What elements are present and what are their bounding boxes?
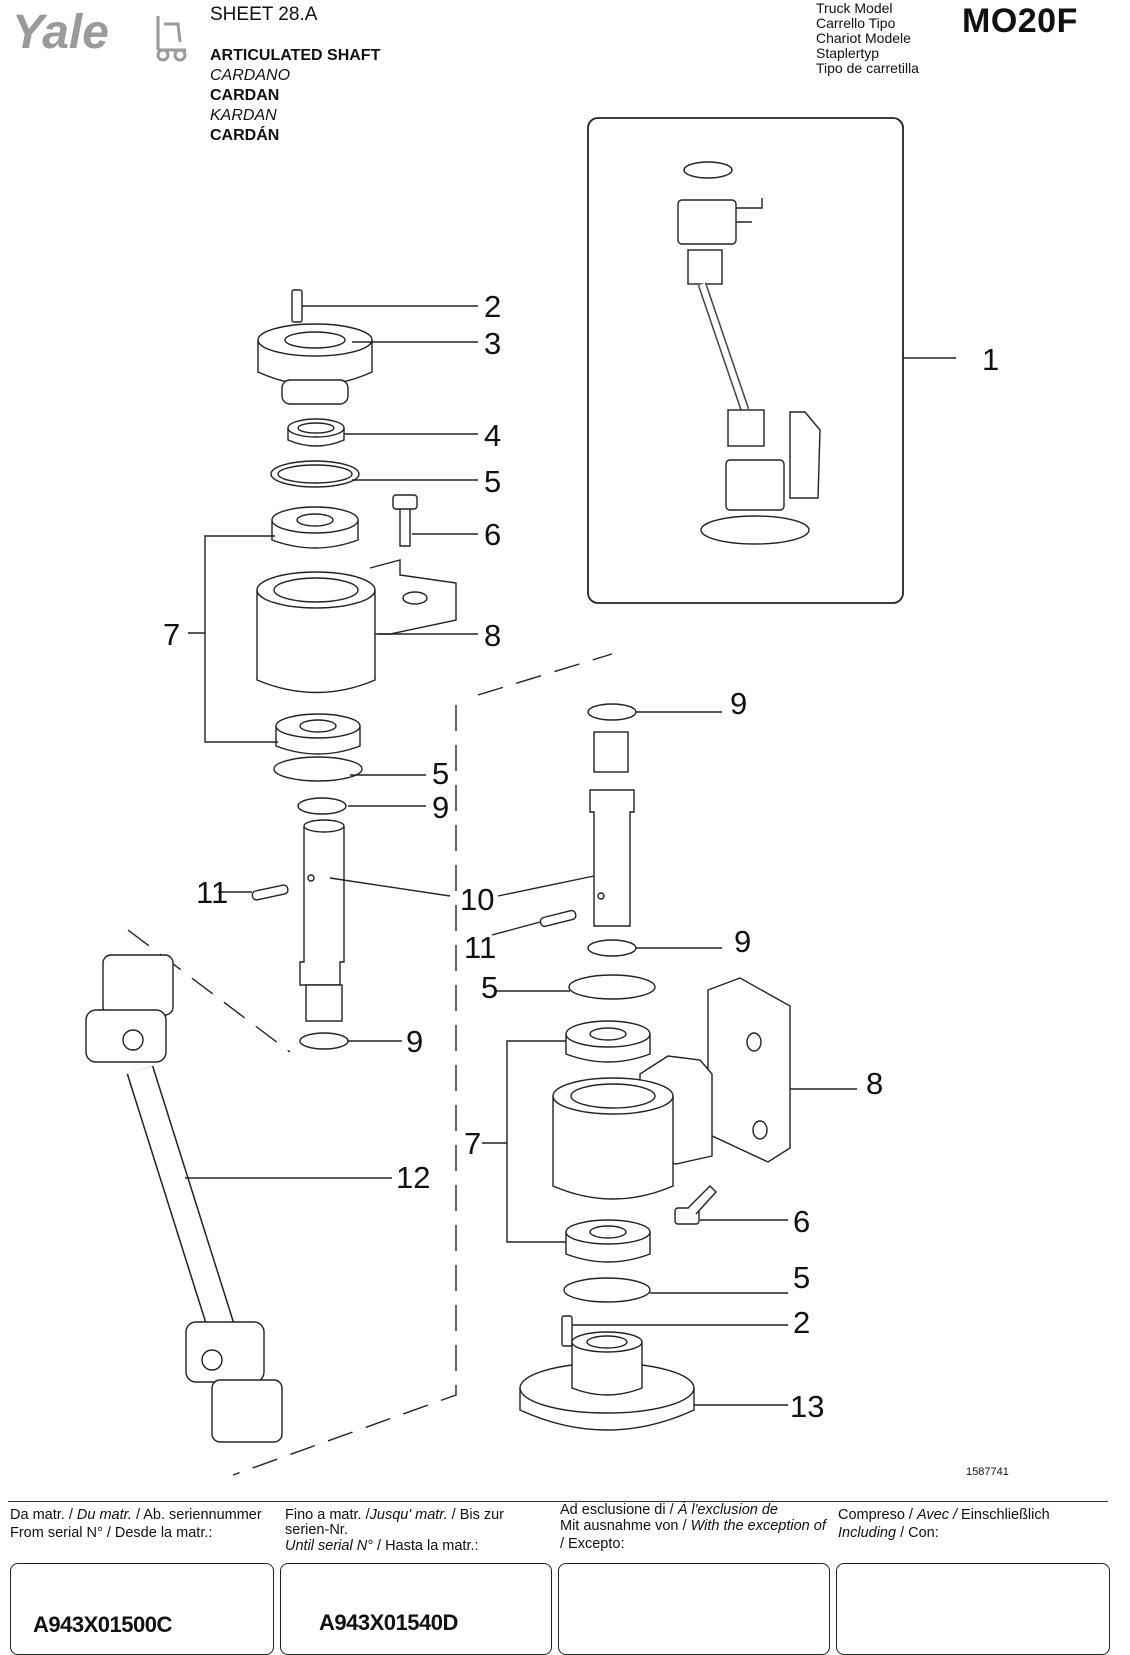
from-label-fr: Du matr. [76,1507,132,1523]
serial-from-value: A943X01500C [33,1612,172,1637]
key-right-part [561,1315,573,1347]
from-label-de: / Ab. seriennummer [131,1507,262,1523]
callout-5: 5 [484,464,501,499]
callout-2-right: 2 [793,1305,810,1340]
callout-2: 2 [484,289,501,324]
serial-until-box: A943X01540D [280,1563,552,1655]
from-label-it: Da matr. / [10,1507,77,1523]
title-block: ARTICULATED SHAFT CARDANO CARDAN KARDAN … [210,46,380,146]
until-label-de: / Bis zur [447,1507,505,1523]
exception-box [558,1563,830,1655]
including-label-en: Including [838,1525,897,1541]
sheet-number: SHEET 28.A [210,4,318,25]
exploded-parts-drawing: 1 2 3 4 5 6 7 8 5 9 11 10 9 12 9 11 9 5 … [85,117,999,1476]
footer-including-label: Compreso / Avec / Einschließlich Includi… [838,1506,1050,1542]
callout-6-right: 6 [793,1204,810,1239]
shaft-left-part [299,819,345,1022]
truck-model-labels: Truck Model Carrello Tipo Chariot Modele… [816,1,919,76]
until-label-en: Until serial N° [285,1538,373,1554]
callout-10: 10 [460,882,494,917]
until-label-fr: Jusqu' matr. [369,1507,448,1523]
logo-text: Yale [12,6,109,59]
including-label-it: Compreso / [838,1507,917,1523]
footer-from-serial-label: Da matr. / Du matr. / Ab. seriennummer F… [10,1506,262,1542]
callout-9-right-top: 9 [730,686,747,721]
bearing-right-upper-part [565,1020,651,1063]
callout-1: 1 [982,342,999,377]
forklift-icon [156,16,187,62]
truck-model-label-it: Carrello Tipo [816,15,896,31]
callout-6: 6 [484,517,501,552]
bearing-upper-part [271,506,359,549]
snap-rings-left [273,756,363,1050]
inset-assembly [677,161,821,545]
yale-logo: Yale [12,6,187,62]
footer-exception-label: Ad esclusione di / À l'exclusion de Mit … [560,1502,826,1553]
cardan-shaft-part [85,954,283,1443]
including-label-de: Einschließlich [957,1507,1050,1523]
callout-11-right: 11 [464,930,496,965]
callout-4: 4 [484,418,501,453]
truck-model-label-fr: Chariot Modele [816,30,911,46]
exception-label-fr: À l'exclusion de [677,1502,778,1518]
leader-lines [185,305,956,1406]
bushing-part [287,418,345,447]
until-label-de-2: serien-Nr. [285,1522,348,1538]
exception-label-es: / Excepto: [560,1536,625,1552]
assembly-inset-box [587,117,904,604]
callout-5-lower: 5 [432,756,449,791]
exception-label-de: Mit ausnahme von / [560,1517,691,1534]
pin-left-part [251,884,289,901]
title-en: ARTICULATED SHAFT [210,47,381,64]
title-fr: CARDAN [210,87,280,104]
bolt-part [392,494,418,547]
callout-8-right: 8 [866,1066,883,1101]
exception-label-en: With the exception of [690,1517,826,1534]
serial-until-value: A943X01540D [319,1610,458,1635]
exception-label-it: Ad esclusione di / [560,1502,678,1518]
from-label-en-es: From serial N° / Desde la matr.: [10,1525,213,1541]
bearing-right-lower-part [565,1219,651,1263]
callout-13: 13 [790,1389,824,1424]
callout-numbers: 1 2 3 4 5 6 7 8 5 9 11 10 9 12 9 11 9 5 … [163,289,999,1424]
title-de: KARDAN [210,107,277,124]
callout-9: 9 [432,790,449,825]
steering-sleeve-part [256,559,457,694]
snap-ring-part [270,460,360,488]
callout-3: 3 [484,326,501,361]
until-label-it: Fino a matr. / [285,1507,370,1523]
footer-divider [8,1501,1108,1502]
including-box [836,1563,1110,1655]
steering-sleeve-right-part [552,1077,674,1200]
title-it: CARDANO [210,67,291,84]
callout-5-right-lower: 5 [793,1260,810,1295]
gear-part [257,323,373,405]
callout-8: 8 [484,618,501,653]
callout-9-right: 9 [734,924,751,959]
truck-model-label-en: Truck Model [816,0,893,16]
callout-12: 12 [396,1160,430,1195]
footer-until-serial-label: Fino a matr. /Jusqu' matr. / Bis zur ser… [285,1506,504,1555]
pin-right-part [539,909,577,928]
callout-7: 7 [163,617,180,652]
truck-model-label-de: Staplertyp [816,45,880,61]
separation-dashed-lines [127,653,613,1476]
callout-11: 11 [196,875,228,910]
bearing-lower-part [275,713,361,755]
callout-9-left-bottom: 9 [406,1024,423,1059]
including-label-es: / Con: [896,1525,939,1541]
handwheel-hub-part [519,1331,695,1431]
including-label-fr: Avec / [916,1507,958,1523]
serial-from-box: A943X01500C [10,1563,274,1655]
shaft-right-part [589,731,635,927]
callout-7-right: 7 [464,1126,481,1161]
model-code: MO20F [962,2,1078,40]
truck-model-label-es: Tipo de carretilla [816,60,919,76]
image-number: 1587741 [966,1466,1009,1478]
bolt-right-part [674,1185,717,1225]
title-es: CARDÁN [210,127,280,144]
key-part [291,289,303,323]
callout-5-right: 5 [481,970,498,1005]
until-label-es: / Hasta la matr.: [372,1538,479,1554]
